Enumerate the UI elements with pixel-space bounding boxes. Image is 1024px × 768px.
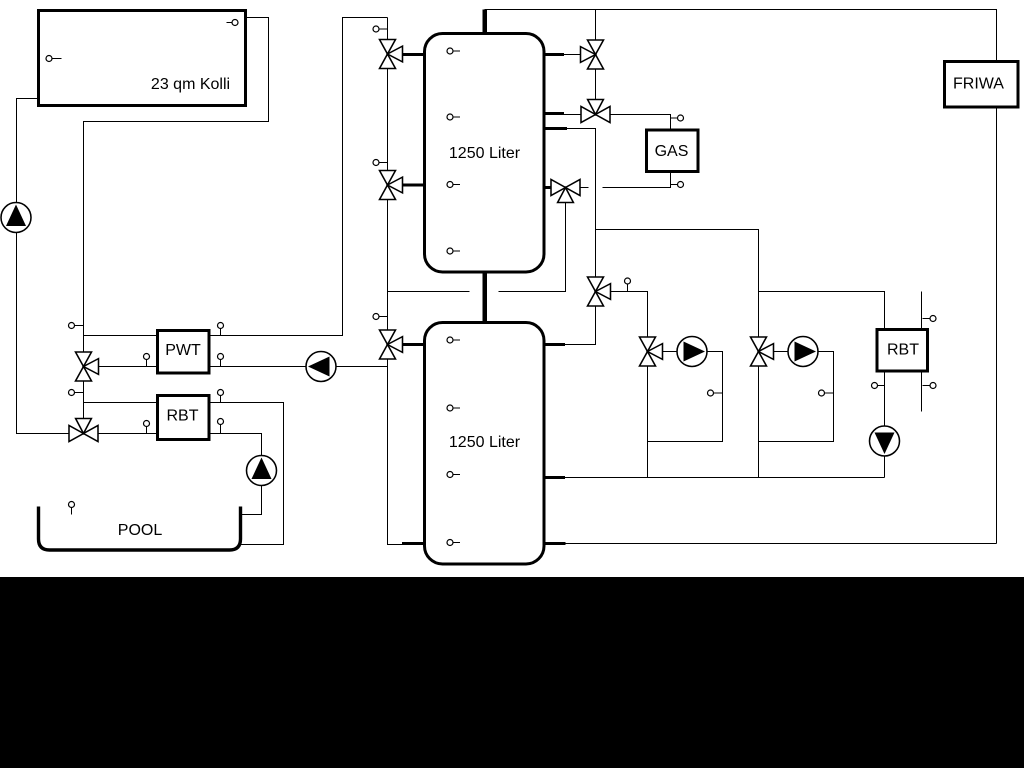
- svg-text:1250 Liter: 1250 Liter: [449, 434, 521, 451]
- svg-text:23 qm Kolli: 23 qm Kolli: [151, 76, 230, 93]
- svg-text:RBT: RBT: [887, 342, 919, 359]
- svg-text:1250 Liter: 1250 Liter: [449, 145, 521, 162]
- svg-text:POOL: POOL: [118, 522, 163, 539]
- svg-text:PWT: PWT: [165, 342, 201, 359]
- svg-text:GAS: GAS: [655, 143, 689, 160]
- svg-text:FRIWA: FRIWA: [953, 76, 1004, 93]
- svg-text:RBT: RBT: [167, 408, 199, 425]
